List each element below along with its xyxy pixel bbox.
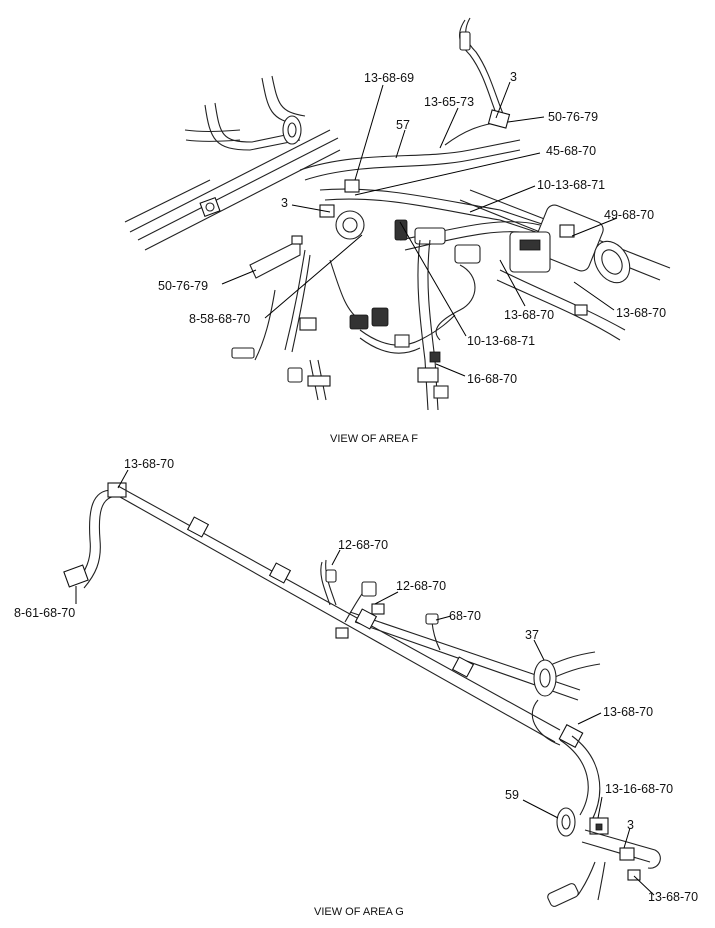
callout-g-11: 13-68-70 [648, 890, 698, 904]
callout-f-15: 16-68-70 [467, 372, 517, 386]
area-f-illustration [124, 17, 671, 411]
callout-g-1: 13-68-70 [124, 457, 174, 471]
area-f-leaders [221, 81, 618, 377]
callout-f-12: 13-68-70 [504, 308, 554, 322]
callout-f-4: 13-65-73 [424, 95, 474, 109]
callout-g-3: 12-68-70 [396, 579, 446, 593]
area-g-callouts: 13-68-70 12-68-70 12-68-70 8-61-68-70 68… [14, 457, 698, 904]
callout-f-3: 50-76-79 [548, 110, 598, 124]
callout-f-5: 57 [396, 118, 410, 132]
callout-f-1: 13-68-69 [364, 71, 414, 85]
callout-f-8: 3 [281, 196, 288, 210]
callout-f-11: 8-58-68-70 [189, 312, 250, 326]
callout-f-10: 50-76-79 [158, 279, 208, 293]
callout-f-13: 13-68-70 [616, 306, 666, 320]
callout-g-9: 13-16-68-70 [605, 782, 673, 796]
callout-g-5: 68-70 [449, 609, 481, 623]
caption-area-g: VIEW OF AREA G [314, 906, 404, 918]
area-g-leaders [75, 469, 655, 896]
callout-f-2: 3 [510, 70, 517, 84]
callout-f-9: 49-68-70 [604, 208, 654, 222]
callout-g-8: 59 [505, 788, 519, 802]
callout-f-14: 10-13-68-71 [467, 334, 535, 348]
caption-area-f: VIEW OF AREA F [330, 433, 418, 445]
callout-g-7: 13-68-70 [603, 705, 653, 719]
callout-g-4: 8-61-68-70 [14, 606, 75, 620]
callout-f-6: 45-68-70 [546, 144, 596, 158]
callout-g-6: 37 [525, 628, 539, 642]
callout-g-10: 3 [627, 818, 634, 832]
callout-f-7: 10-13-68-71 [537, 178, 605, 192]
callout-g-2: 12-68-70 [338, 538, 388, 552]
area-f-callouts: 13-68-69 3 50-76-79 13-65-73 57 45-68-70… [158, 70, 666, 386]
area-g-illustration [63, 482, 661, 907]
